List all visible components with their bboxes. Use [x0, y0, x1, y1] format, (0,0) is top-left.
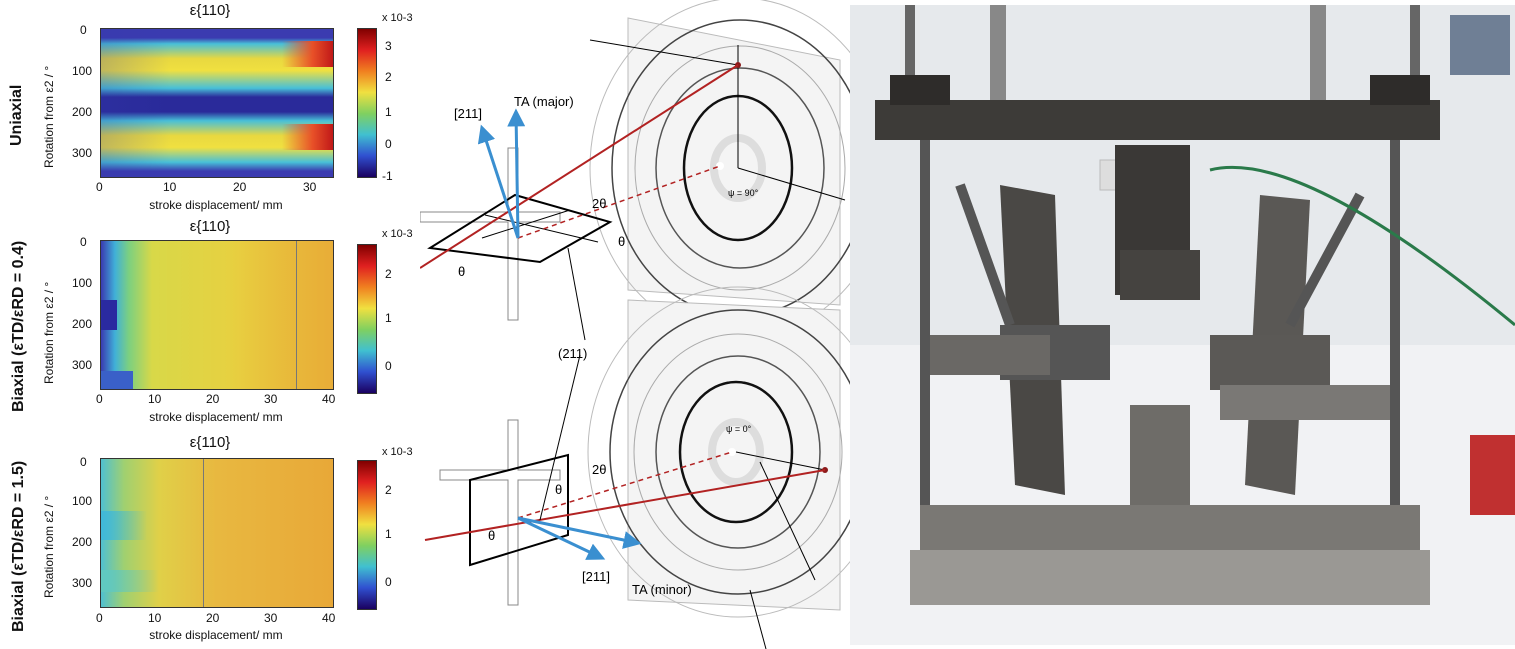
colorbar-tick: 2 — [385, 483, 392, 497]
colorbar-exponent: x 10-3 — [382, 228, 413, 240]
label-theta-c: θ — [555, 482, 562, 497]
chart-title: ε{110} — [189, 2, 231, 19]
test-rig-photo — [850, 5, 1515, 645]
x-tick: 30 — [264, 611, 278, 625]
label-theta-b: θ — [458, 264, 465, 279]
colorbar-exponent: x 10-3 — [382, 446, 413, 458]
y-axis-label: Rotation from ε2 / ° — [42, 281, 56, 384]
y-tick: 100 — [72, 276, 93, 290]
label-211-mid: (211) — [558, 346, 587, 361]
colorbar-exponent: x 10-3 — [382, 12, 413, 24]
detector-plate-bottom — [587, 286, 850, 649]
x-tick: 0 — [96, 392, 103, 406]
y-tick: 100 — [72, 494, 93, 508]
colorbar-tick: 1 — [385, 105, 392, 119]
cruciform-sample-bottom — [439, 419, 569, 606]
colorbar-tick: 1 — [385, 527, 392, 541]
colorbar-tick: 2 — [385, 70, 392, 84]
colorbar-tick: 0 — [385, 137, 392, 151]
label-theta-a: θ — [618, 234, 625, 249]
x-axis-label: stroke displacement/ mm — [149, 628, 283, 642]
y-axis-label: Rotation from ε2 / ° — [42, 495, 56, 598]
x-tick: 20 — [233, 180, 247, 194]
y-tick: 300 — [72, 146, 93, 160]
row-label: Biaxial (εTD/εRD = 1.5) — [10, 460, 27, 632]
y-tick: 0 — [80, 455, 87, 469]
y-tick: 300 — [72, 576, 93, 590]
panel-biaxial-04: Biaxial (εTD/εRD = 0.4) Rotation from ε2… — [0, 216, 420, 432]
heatmap-plot — [100, 240, 334, 390]
test-rig-illustration — [850, 5, 1515, 645]
x-tick: 40 — [322, 611, 336, 625]
colorbar — [357, 28, 377, 178]
label-2theta-bot: 2θ — [592, 462, 606, 477]
y-tick: 100 — [72, 64, 93, 78]
label-211-top: [211] — [454, 106, 482, 121]
detector-plate-top — [589, 0, 850, 339]
label-ta-major: TA (major) — [514, 94, 574, 109]
cruciform-sample-top — [420, 147, 613, 321]
x-tick: 40 — [322, 392, 336, 406]
x-axis-label: stroke displacement/ mm — [149, 198, 283, 212]
label-psi-90: ψ = 90° — [728, 188, 759, 198]
colorbar-tick: -1 — [382, 169, 393, 183]
colorbar — [357, 244, 377, 394]
x-axis-label: stroke displacement/ mm — [149, 410, 283, 424]
colorbar-tick: 2 — [385, 267, 392, 281]
panel-uniaxial: Uniaxial Rotation from ε2 / ° ε{110} 0 1… — [0, 0, 420, 216]
y-axis-label: Rotation from ε2 / ° — [42, 65, 56, 168]
colorbar-tick: 0 — [385, 575, 392, 589]
x-tick: 20 — [206, 611, 220, 625]
chart-title: ε{110} — [189, 218, 231, 235]
diffraction-geometry-diagram: [211] TA (major) 2θ θ θ ψ = 90° (211) ψ … — [420, 0, 850, 649]
y-tick: 200 — [72, 105, 93, 119]
x-tick: 20 — [206, 392, 220, 406]
y-tick: 0 — [80, 235, 87, 249]
chart-title: ε{110} — [189, 434, 231, 451]
row-label: Biaxial (εTD/εRD = 0.4) — [10, 240, 27, 412]
label-2theta-top: 2θ — [592, 196, 606, 211]
x-tick: 10 — [163, 180, 177, 194]
x-tick: 0 — [96, 180, 103, 194]
heatmap-plot — [100, 28, 334, 178]
x-tick: 0 — [96, 611, 103, 625]
x-tick: 30 — [303, 180, 317, 194]
colorbar-tick: 1 — [385, 311, 392, 325]
x-tick: 10 — [148, 392, 162, 406]
y-tick: 200 — [72, 317, 93, 331]
y-tick: 0 — [80, 23, 87, 37]
label-psi-0: ψ = 0° — [726, 424, 752, 434]
x-tick: 30 — [264, 392, 278, 406]
label-211-bot: [211] — [582, 569, 610, 584]
panel-biaxial-15: Biaxial (εTD/εRD = 1.5) Rotation from ε2… — [0, 432, 420, 649]
colorbar-tick: 3 — [385, 39, 392, 53]
colorbar — [357, 460, 377, 610]
heatmap-plot — [100, 458, 334, 608]
y-tick: 200 — [72, 535, 93, 549]
colorbar-tick: 0 — [385, 359, 392, 373]
x-tick: 10 — [148, 611, 162, 625]
row-label: Uniaxial — [8, 84, 25, 146]
y-tick: 300 — [72, 358, 93, 372]
label-theta-d: θ — [488, 528, 495, 543]
label-ta-minor: TA (minor) — [632, 582, 692, 597]
